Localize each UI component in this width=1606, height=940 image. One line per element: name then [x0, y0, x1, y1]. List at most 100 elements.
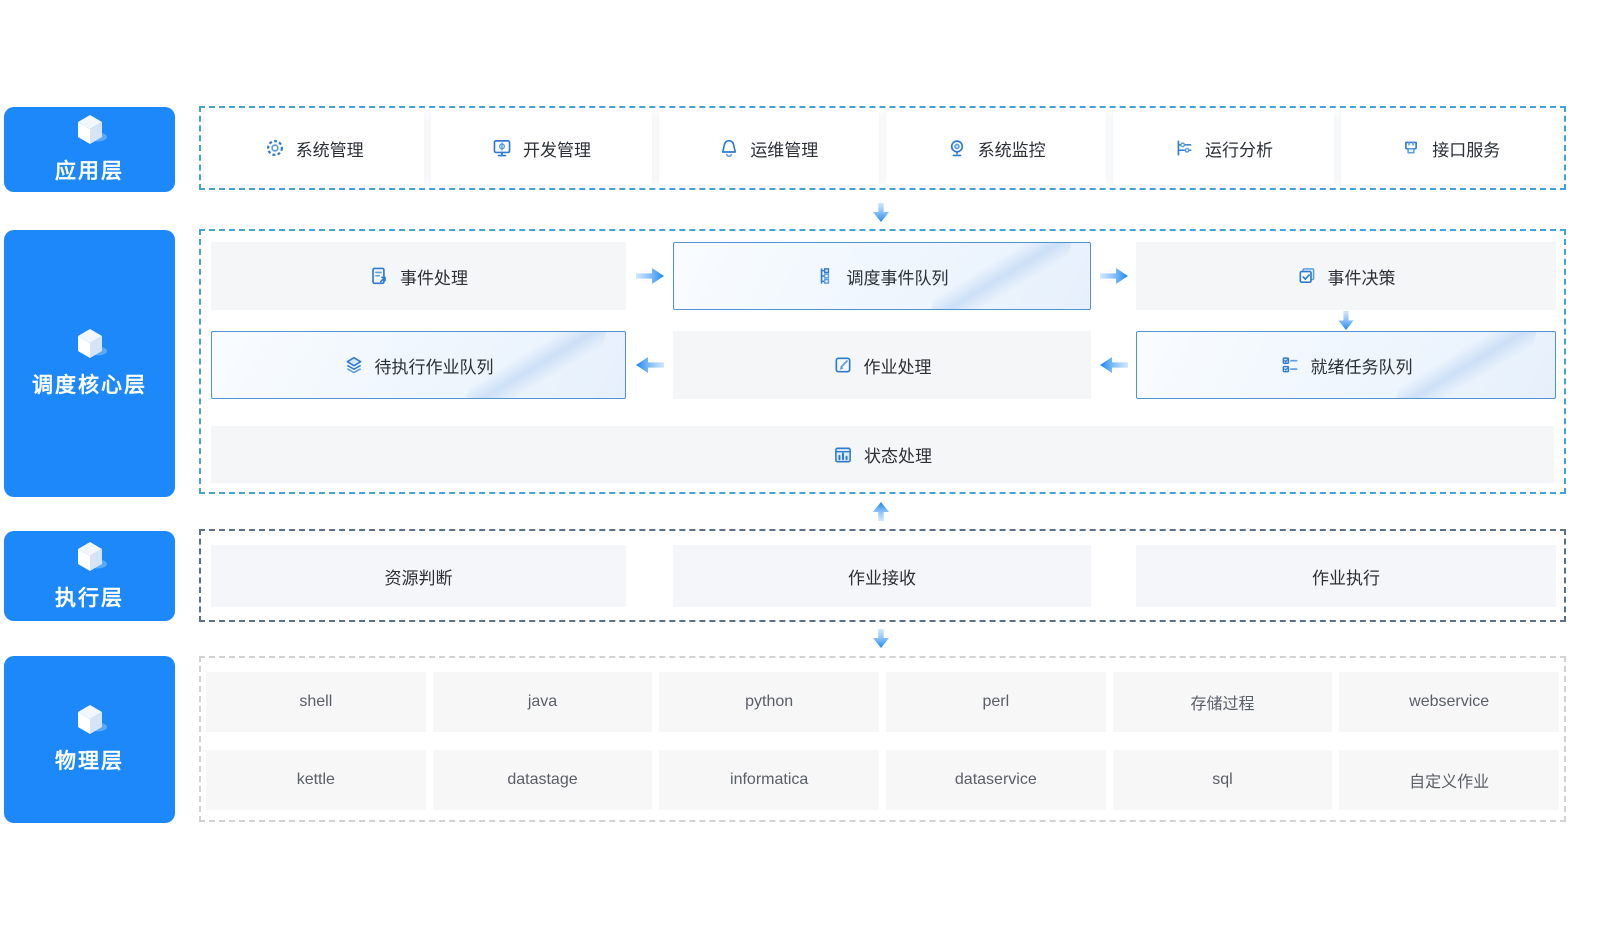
layer-tile-exec: 执行层	[4, 531, 175, 621]
phys-box-label: python	[745, 693, 794, 710]
application-layer-panel: 系统管理 开发管理 运维管理 系统监控	[199, 106, 1566, 190]
cube-icon	[77, 115, 107, 144]
card-label: 运行分析	[1204, 140, 1273, 160]
flow-gap	[626, 242, 673, 310]
app-card-dev-management: 开发管理	[431, 111, 652, 185]
phys-box-label: informatica	[730, 771, 809, 788]
card-label: 开发管理	[522, 140, 591, 160]
core-box-label: 调度事件队列	[846, 268, 949, 288]
arrow-right-icon	[635, 268, 664, 284]
phys-box-dataservice: dataservice	[886, 750, 1106, 810]
phys-box-informatica: informatica	[659, 750, 879, 810]
core-box-ready-task-queue: 就绪任务队列	[1136, 331, 1556, 399]
cube-icon	[77, 329, 107, 358]
core-box-label: 待执行作业队列	[374, 357, 494, 377]
arrow-left-icon	[635, 357, 664, 373]
task-list-icon	[1282, 357, 1297, 373]
flow-gap	[1091, 242, 1136, 310]
layer-tile-physical: 物理层	[4, 656, 175, 823]
phys-box-label: 存储过程	[1190, 696, 1255, 713]
flow-gap	[626, 545, 673, 620]
app-card-system-monitor: 系统监控	[885, 111, 1107, 185]
physical-layer-panel: shell java python perl 存储过程 webservice k…	[199, 656, 1566, 822]
core-layer-panel: 事件处理 调度事件队列	[199, 229, 1566, 494]
phys-box-java: java	[432, 672, 653, 732]
core-box-label: 作业处理	[863, 357, 932, 377]
cube-icon	[77, 541, 107, 571]
core-box-label: 事件决策	[1327, 268, 1396, 288]
arrow-left-icon	[1099, 357, 1128, 373]
phys-box-label: webservice	[1409, 693, 1490, 710]
exec-box-resource-judgement: 资源判断	[211, 545, 626, 607]
exec-box-label: 作业接收	[848, 568, 916, 588]
queue-tree-icon	[820, 268, 829, 284]
card-label: 系统管理	[295, 140, 364, 160]
phys-box-label: perl	[982, 693, 1010, 710]
flow-gap	[1091, 331, 1136, 399]
app-card-run-analysis: 运行分析	[1113, 111, 1334, 185]
exec-box-label: 资源判断	[384, 568, 453, 588]
core-box-status-processing: 状态处理	[211, 426, 1554, 483]
arrow-down-icon	[873, 203, 889, 222]
card-label: 接口服务	[1432, 140, 1501, 160]
phys-box-label: 自定义作业	[1409, 774, 1490, 791]
core-box-schedule-event-queue: 调度事件队列	[673, 242, 1091, 310]
phys-box-datastage: datastage	[432, 750, 653, 810]
exec-box-job-execute: 作业执行	[1136, 545, 1556, 607]
phys-box-label: dataservice	[954, 771, 1037, 788]
layer-label: 调度核心层	[32, 374, 147, 397]
card-label: 系统监控	[977, 140, 1046, 160]
core-box-event-processing: 事件处理	[211, 242, 626, 310]
arrow-up-icon	[873, 502, 889, 521]
cube-icon	[77, 705, 107, 734]
arrow-down-icon	[873, 629, 889, 648]
core-row-events: 事件处理 调度事件队列	[211, 242, 1556, 310]
core-box-pending-job-queue: 待执行作业队列	[211, 331, 626, 399]
core-row-jobs: 待执行作业队列 作业处理	[211, 331, 1556, 399]
phys-box-kettle: kettle	[206, 750, 426, 810]
edit-square-icon	[835, 357, 850, 373]
arrow-right-icon	[1099, 268, 1128, 284]
layer-label: 物理层	[55, 750, 124, 773]
exec-box-label: 作业执行	[1312, 568, 1380, 588]
core-box-label: 就绪任务队列	[1310, 357, 1413, 377]
layers-icon	[346, 356, 361, 374]
app-card-system-management: 系统管理	[204, 111, 425, 185]
core-box-label: 事件处理	[400, 268, 468, 288]
phys-box-label: java	[527, 693, 558, 710]
exec-box-job-receive: 作业接收	[673, 545, 1091, 607]
execution-layer-panel: 资源判断 作业接收 作业执行	[199, 529, 1566, 622]
flow-gap	[626, 331, 673, 399]
core-box-event-decision: 事件决策	[1136, 242, 1556, 310]
phys-box-label: sql	[1212, 771, 1233, 788]
gear-icon	[266, 140, 283, 156]
core-box-job-processing: 作业处理	[673, 331, 1091, 399]
phys-box-python: python	[659, 672, 879, 732]
phys-box-label: kettle	[296, 771, 335, 788]
phys-box-webservice: webservice	[1339, 672, 1559, 732]
layer-label: 执行层	[55, 586, 124, 610]
app-card-ops-management: 运维管理	[658, 111, 879, 185]
decision-check-icon	[1299, 268, 1314, 284]
app-card-interface-service: 接口服务	[1340, 111, 1561, 185]
phys-box-shell: shell	[206, 672, 426, 732]
dev-monitor-icon	[493, 140, 511, 157]
phys-box-sql: sql	[1112, 750, 1333, 810]
phys-box-label: shell	[299, 693, 333, 710]
webcam-icon	[950, 140, 963, 157]
arrow-down-icon	[1338, 311, 1354, 330]
phys-box-stored-procedure: 存储过程	[1112, 672, 1333, 732]
status-chart-icon	[835, 447, 851, 462]
phys-box-label: datastage	[507, 771, 578, 788]
layer-tile-application: 应用层	[4, 107, 175, 192]
plug-icon	[1405, 141, 1418, 154]
sliders-icon	[1177, 140, 1192, 156]
flow-gap	[1091, 545, 1136, 620]
doc-upload-icon	[372, 267, 386, 285]
layer-label: 应用层	[55, 160, 124, 183]
phys-box-custom-job: 自定义作业	[1339, 750, 1559, 810]
phys-box-perl: perl	[886, 672, 1106, 732]
layer-tile-core: 调度核心层	[4, 230, 175, 497]
core-box-label: 状态处理	[864, 447, 932, 466]
